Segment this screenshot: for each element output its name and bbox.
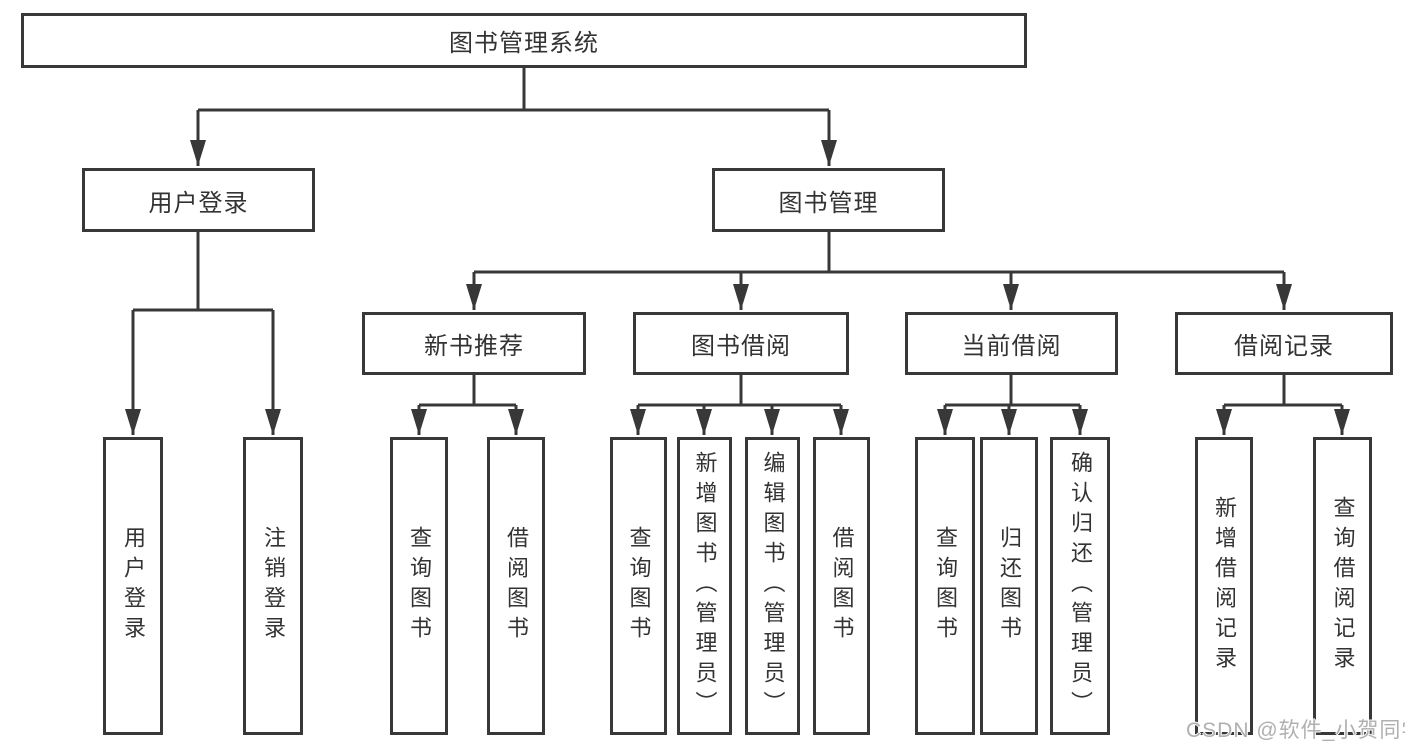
leaf-edit-book-admin: 编辑图书（管理员） — [745, 437, 800, 735]
node-current-borrowing: 当前借阅 — [905, 312, 1118, 375]
node-library-management-system: 图书管理系统 — [21, 13, 1027, 68]
node-book-management: 图书管理 — [712, 168, 945, 232]
leaf-user-login: 用户登录 — [103, 437, 163, 735]
leaf-confirm-return-admin: 确认归还（管理员） — [1050, 437, 1110, 735]
node-new-book-recommend: 新书推荐 — [362, 312, 586, 375]
leaf-add-borrow-record: 新增借阅记录 — [1195, 437, 1253, 735]
csdn-watermark: CSDN @软件_小贺同学 — [1186, 719, 1405, 742]
leaf-borrow-books: 借阅图书 — [813, 437, 870, 735]
leaf-query-borrow-record: 查询借阅记录 — [1313, 437, 1372, 735]
leaf-add-book-admin: 新增图书（管理员） — [677, 437, 732, 735]
node-user-login: 用户登录 — [82, 168, 315, 232]
leaf-query-books: 查询图书 — [915, 437, 975, 735]
leaf-return-books: 归还图书 — [980, 437, 1038, 735]
node-borrowing-records: 借阅记录 — [1175, 312, 1393, 375]
leaf-logout: 注销登录 — [243, 437, 303, 735]
leaf-query-books: 查询图书 — [610, 437, 667, 735]
leaf-query-books: 查询图书 — [390, 437, 448, 735]
leaf-borrow-books: 借阅图书 — [487, 437, 545, 735]
node-book-borrowing: 图书借阅 — [633, 312, 849, 375]
